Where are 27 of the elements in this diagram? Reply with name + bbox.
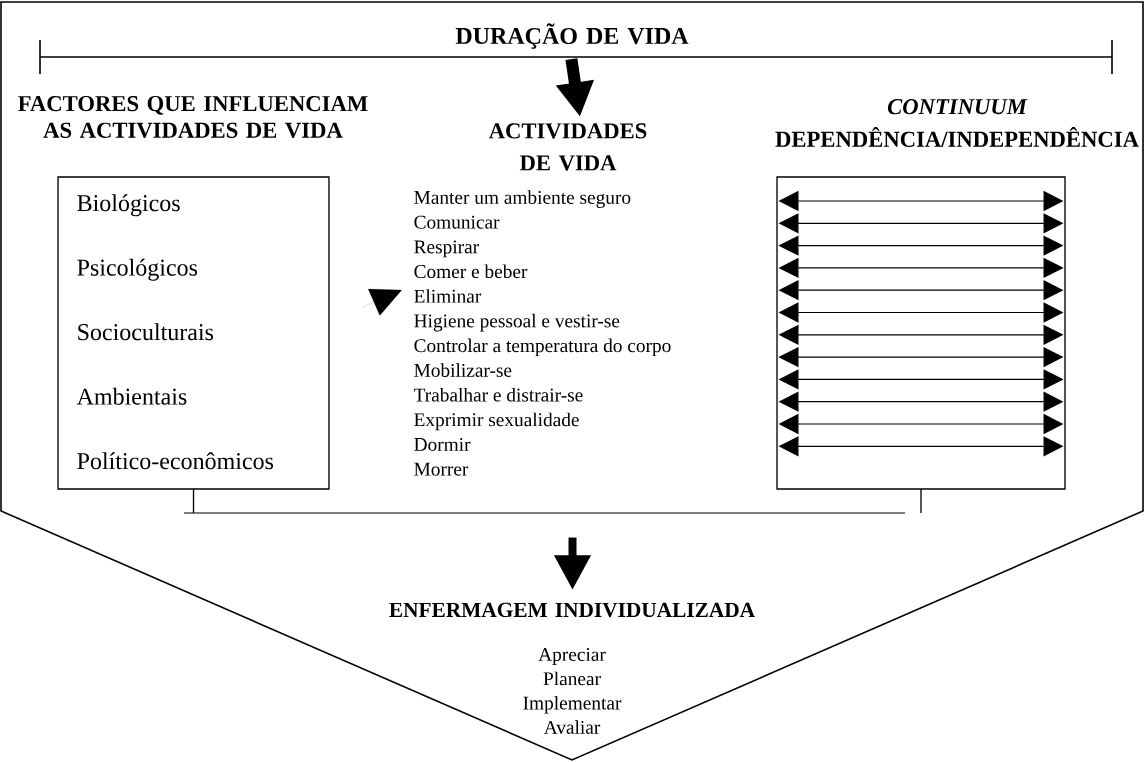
step-label: Avaliar	[543, 720, 601, 734]
step-label: Implementar	[523, 695, 622, 714]
column-heading: FACTORES QUE INFLUENCIAM AS ACTIVIDADES DE VIDA	[18, 96, 368, 138]
column-heading: ACTIVIDADES DE VIDA	[488, 123, 647, 171]
arrow	[361, 288, 402, 316]
activity-label: Comer e beber	[414, 264, 528, 279]
factor-label: Biológicos	[77, 194, 180, 217]
activity-label: Dormir	[414, 438, 471, 451]
column-heading: CONTINUUM DEPENDÊNCIA/INDEPENDÊNCIA	[775, 99, 1139, 147]
activity-label: Controlar a temperatura do corpo	[414, 338, 671, 357]
step-label: Planear	[543, 671, 601, 686]
factor-label: Ambientais	[76, 387, 187, 405]
activity-label: Manter um ambiente seguro	[414, 190, 631, 208]
factor-label: Psicológicos	[77, 258, 198, 281]
activity-label: Respirar	[414, 240, 479, 258]
factor-label: Político-econômicos	[77, 452, 274, 470]
activity-label: Eliminar	[414, 289, 482, 303]
activity-label: Mobilizar-se	[414, 363, 512, 377]
step-label: Apreciar	[538, 648, 606, 665]
activity-label: Higiene pessoal e vestir-se	[414, 313, 620, 332]
activity-label: Comunicar	[414, 215, 500, 229]
factor-label: Socioculturais	[78, 323, 214, 341]
activity-label: Trabalhar e distrair-se	[413, 387, 583, 402]
title: DURAÇÃO DE VIDA	[455, 23, 689, 49]
section-heading: ENFERMAGEM INDIVIDUALIZADA	[389, 602, 755, 618]
activity-label: Morrer	[414, 462, 469, 476]
activity-label: Exprimir sexualidade	[414, 412, 579, 431]
